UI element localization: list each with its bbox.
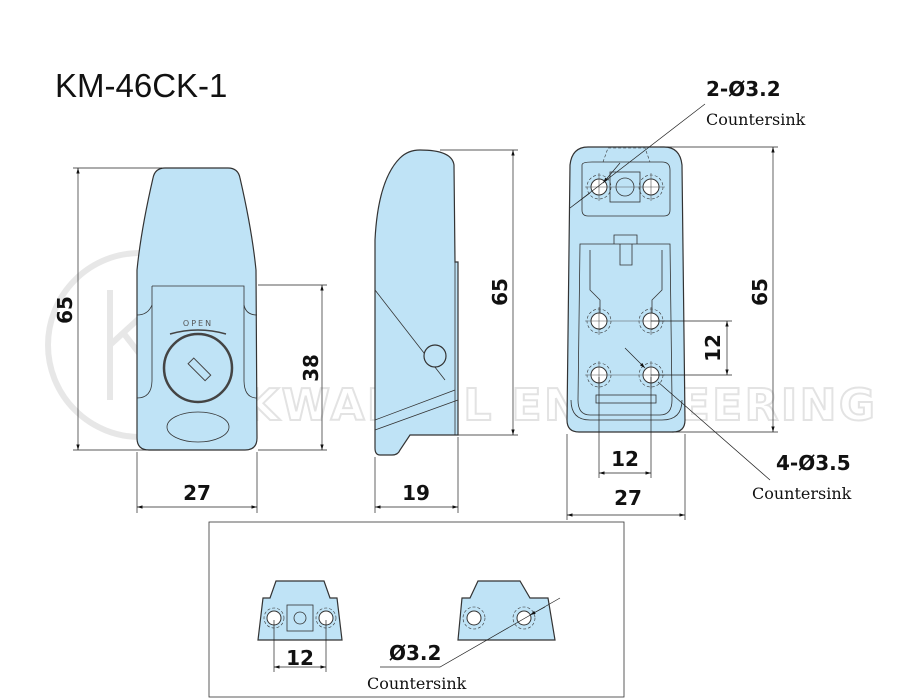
detail-hole-spec: Ø3.2 [389,641,441,665]
back-dimensions: 65 12 12 27 2-Ø3.2 Countersink 4-Ø3.5 Co… [566,77,852,520]
front-dimensions: 65 38 27 [53,167,327,513]
front-view: OPEN [136,167,258,451]
detail-box: 12 Ø3.2 Countersink [208,521,625,698]
front-width-dim: 27 [183,481,211,505]
bottom-holes-spec: 4-Ø3.5 [776,451,851,475]
top-holes-note: Countersink [706,110,806,129]
side-dimensions: 65 19 [374,149,518,513]
side-depth-dim: 19 [402,481,430,505]
drawing-title: KM-46CK-1 [55,67,227,104]
hole-pitch-v-dim: 12 [701,334,725,362]
detail-hole-note: Countersink [367,674,467,693]
detail-pitch-dim: 12 [286,646,314,670]
bottom-holes-note: Countersink [752,484,852,503]
back-view [566,146,686,433]
top-holes-spec: 2-Ø3.2 [706,77,781,101]
front-height-dim: 65 [53,296,77,324]
hole-pitch-h-dim: 12 [611,447,639,471]
back-height-dim: 65 [748,278,772,306]
watermark-text: KWANGIL ENGINEERING [245,380,875,431]
lock-cylinder-icon [162,332,234,404]
watermark-logo: KWANGIL ENGINEERING [45,250,876,440]
back-width-dim: 27 [614,486,642,510]
side-height-dim: 65 [488,278,512,306]
cover-height-dim: 38 [299,354,323,382]
side-view [374,149,459,456]
mounting-holes [585,173,665,389]
open-label: OPEN [183,319,213,328]
